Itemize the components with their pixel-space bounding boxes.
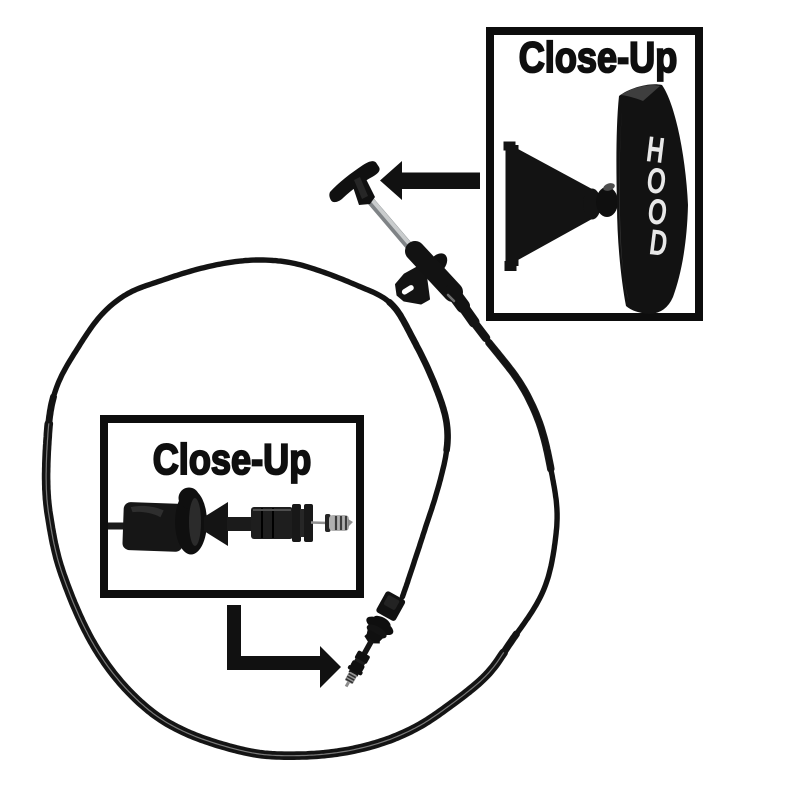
svg-text:D: D: [647, 221, 670, 264]
svg-text:H: H: [644, 128, 667, 171]
svg-text:O: O: [646, 190, 670, 233]
svg-text:O: O: [645, 159, 669, 202]
svg-text:Close-Up: Close-Up: [519, 34, 678, 82]
svg-text:Close-Up: Close-Up: [153, 436, 312, 484]
